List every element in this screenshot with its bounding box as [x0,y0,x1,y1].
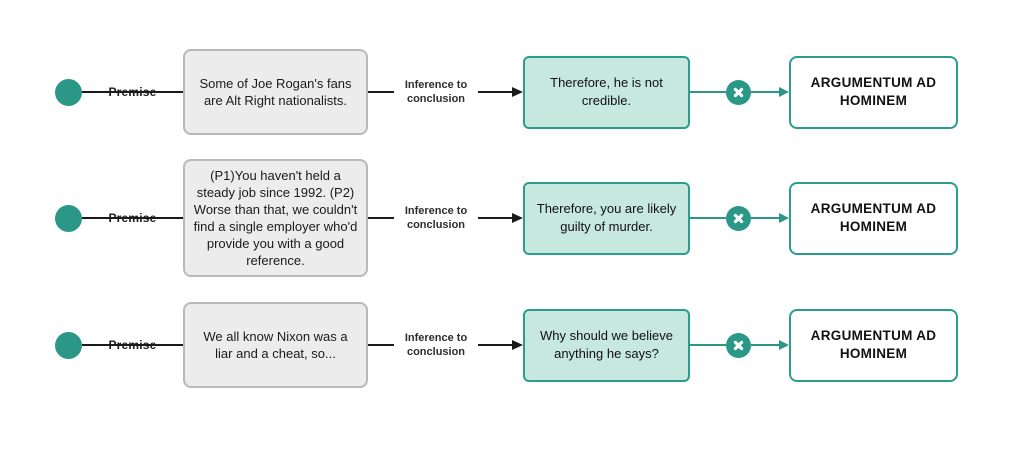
argument-row-1: Premise Some of Joe Rogan's fans are Alt… [0,40,1024,144]
arrow-head-icon [512,340,523,350]
arrow-right [478,87,523,97]
arrow-right [751,87,789,97]
argument-row-3: Premise We all know Nixon was a liar and… [0,295,1024,395]
arrow-right [751,213,789,223]
inference-connector: Inference to conclusion [368,72,523,112]
inference-connector: Inference to conclusion [368,198,523,238]
connector-line [368,217,394,219]
premise-text: (P1)You haven't held a steady job since … [193,167,358,269]
inference-label: Inference to conclusion [404,204,468,231]
conclusion-text: Why should we believe anything he says? [540,328,673,361]
premise-connector: Premise [82,203,183,233]
arrow-head-icon [779,213,789,223]
premise-label: Premise [108,211,157,225]
connector-line [368,91,394,93]
fallacy-text: ARGUMENTUM AD HOMINEM [810,74,937,108]
reject-x-icon [726,205,751,231]
connector-line [82,217,183,219]
premise-box: We all know Nixon was a liar and a cheat… [183,302,368,388]
premise-text: Some of Joe Rogan's fans are Alt Right n… [199,75,352,108]
fallacy-box: ARGUMENTUM AD HOMINEM [789,55,958,129]
argument-row-2: Premise (P1)You haven't held a steady jo… [0,155,1024,281]
conclusion-text: Therefore, he is not credible. [550,75,663,108]
premise-text: We all know Nixon was a liar and a cheat… [203,328,348,361]
premise-connector: Premise [82,330,183,360]
arrow-head-icon [512,213,523,223]
arrow-head-icon [512,87,523,97]
fallacy-text: ARGUMENTUM AD HOMINEM [810,200,937,234]
connector-line [690,217,726,219]
arrow-right [478,340,523,350]
reject-x-icon [726,332,751,358]
connector-line [690,91,726,93]
fallacy-box: ARGUMENTUM AD HOMINEM [789,308,958,382]
conclusion-box: Therefore, he is not credible. [523,55,690,129]
premise-node-dot [55,331,82,359]
arrow-shaft [751,217,779,219]
connector-line [368,344,394,346]
arrow-head-icon [779,87,789,97]
conclusion-box: Therefore, you are likely guilty of murd… [523,181,690,255]
premise-label: Premise [108,338,157,352]
connector-line [82,344,183,346]
arrow-head-icon [779,340,789,350]
connector-line [690,344,726,346]
reject-x-icon [726,79,751,105]
inference-connector: Inference to conclusion [368,325,523,365]
inference-label: Inference to conclusion [404,331,468,358]
premise-connector: Premise [82,77,183,107]
fallacy-text: ARGUMENTUM AD HOMINEM [810,327,937,361]
premise-label: Premise [108,85,157,99]
fallacy-box: ARGUMENTUM AD HOMINEM [789,181,958,255]
premise-box: Some of Joe Rogan's fans are Alt Right n… [183,49,368,135]
conclusion-text: Therefore, you are likely guilty of murd… [536,201,677,234]
premise-box: (P1)You haven't held a steady job since … [183,159,368,277]
premise-node-dot [55,78,82,106]
conclusion-box: Why should we believe anything he says? [523,308,690,382]
connector-line [82,91,183,93]
premise-node-dot [55,204,82,232]
arrow-shaft [478,217,512,219]
arrow-shaft [751,344,779,346]
inference-label: Inference to conclusion [404,78,468,105]
arrow-right [751,340,789,350]
arrow-shaft [478,91,512,93]
arrow-right [478,213,523,223]
arrow-shaft [751,91,779,93]
arrow-shaft [478,344,512,346]
